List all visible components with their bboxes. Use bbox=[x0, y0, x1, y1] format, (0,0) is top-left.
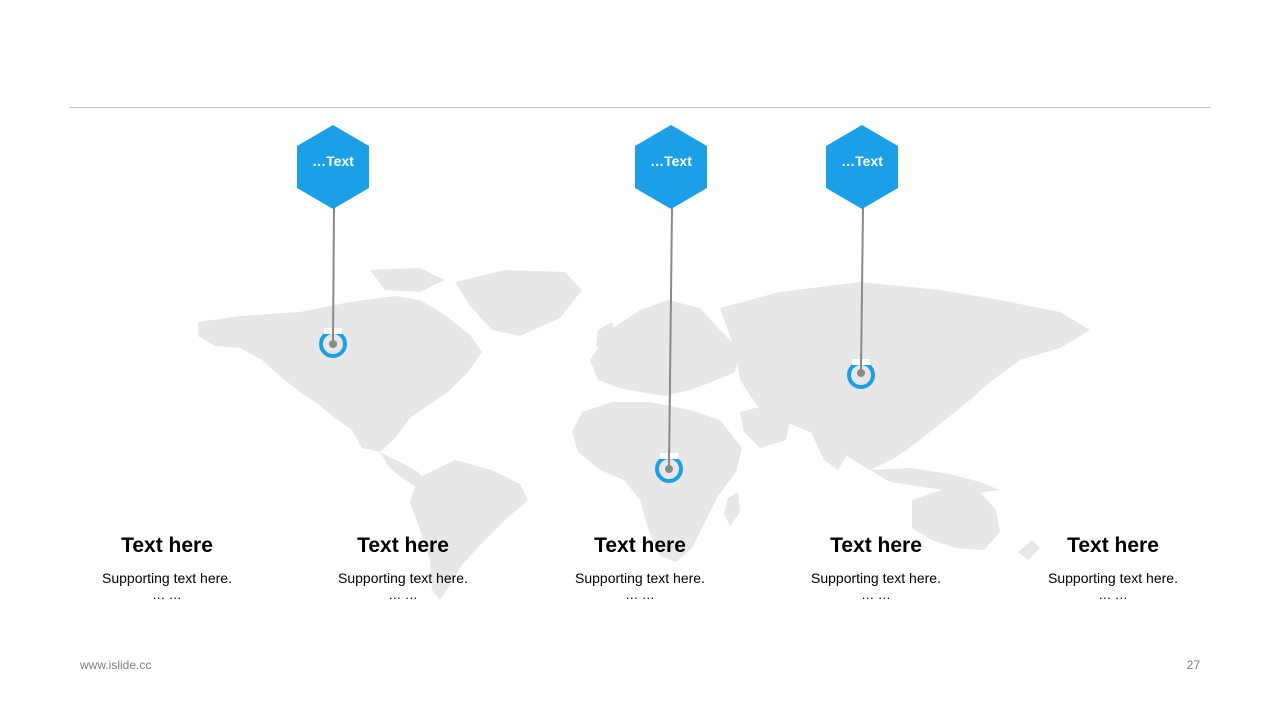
text-column-2: Text here Supporting text here. … … bbox=[285, 532, 521, 602]
pin-2-line bbox=[668, 207, 673, 470]
hexagon-shape bbox=[635, 125, 707, 209]
hexagon-shape bbox=[297, 125, 369, 209]
column-title: Text here bbox=[121, 534, 213, 557]
pin-label: …Text bbox=[312, 153, 354, 169]
text-column-4: Text here Supporting text here. … … bbox=[758, 532, 994, 602]
column-title: Text here bbox=[1067, 534, 1159, 557]
page-number: 27 bbox=[1186, 658, 1200, 672]
pin-3-line bbox=[860, 207, 864, 374]
top-divider bbox=[70, 107, 1210, 108]
pin-3-dot bbox=[857, 369, 865, 377]
column-subtitle: Supporting text here. bbox=[102, 570, 232, 586]
column-title: Text here bbox=[594, 534, 686, 557]
column-subtitle: Supporting text here. bbox=[1048, 570, 1178, 586]
text-column-1: Text here Supporting text here. … … bbox=[49, 532, 285, 602]
column-subtitle: Supporting text here. bbox=[575, 570, 705, 586]
column-ellipsis: … … bbox=[625, 587, 655, 602]
column-ellipsis: … … bbox=[861, 587, 891, 602]
text-column-3: Text here Supporting text here. … … bbox=[522, 532, 758, 602]
text-column-5: Text here Supporting text here. … … bbox=[995, 532, 1231, 602]
column-title: Text here bbox=[357, 534, 449, 557]
column-title: Text here bbox=[830, 534, 922, 557]
column-ellipsis: … … bbox=[1098, 587, 1128, 602]
column-ellipsis: … … bbox=[152, 587, 182, 602]
column-ellipsis: … … bbox=[388, 587, 418, 602]
pin-1-line bbox=[332, 207, 335, 345]
hexagon-shape bbox=[826, 125, 898, 209]
pin-2-dot bbox=[665, 465, 673, 473]
footer-website[interactable]: www.islide.cc bbox=[80, 658, 152, 672]
pin-label: …Text bbox=[841, 153, 883, 169]
pin-1-dot bbox=[329, 340, 337, 348]
column-subtitle: Supporting text here. bbox=[811, 570, 941, 586]
column-subtitle: Supporting text here. bbox=[338, 570, 468, 586]
pin-label: …Text bbox=[650, 153, 692, 169]
